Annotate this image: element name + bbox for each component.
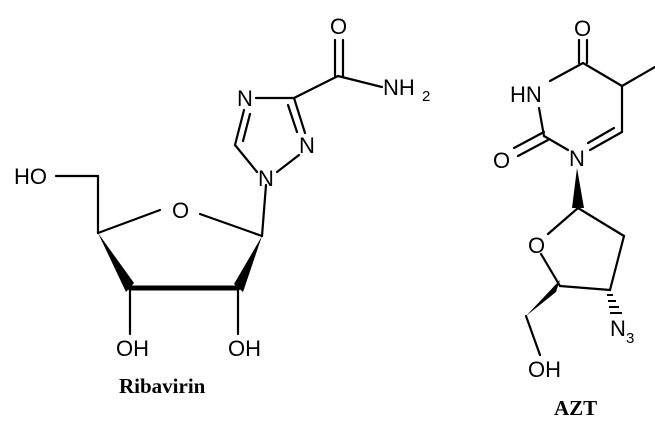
bond — [546, 206, 580, 236]
ribavirin-oh-right: OH — [228, 336, 261, 361]
azt-carbonyl-o-left: O — [493, 148, 510, 173]
bond-wedge — [572, 168, 584, 208]
ribavirin-ring-n-right: N — [299, 133, 315, 158]
bond — [581, 61, 624, 88]
azt-structure: O HN O N O N 3 OH AZT — [493, 16, 655, 420]
ribavirin-ring-n-bottom: N — [258, 166, 274, 191]
ribavirin-ring-n-top: N — [237, 86, 253, 111]
bond — [96, 208, 162, 235]
azt-azide-subscript: 3 — [626, 330, 634, 347]
bond — [292, 96, 307, 135]
azt-carbonyl-o-top: O — [574, 16, 591, 41]
bond — [524, 314, 542, 357]
azt-nh: HN — [510, 82, 542, 107]
azt-caption: AZT — [554, 396, 597, 420]
bond — [260, 183, 268, 238]
ribavirin-structure: N N N O NH 2 HO O OH OH Ribavirin — [14, 14, 430, 398]
bond — [286, 103, 299, 134]
ribavirin-amide-subscript: 2 — [422, 88, 430, 105]
bond — [620, 65, 655, 88]
azt-sugar-o: O — [528, 233, 545, 258]
bond — [548, 61, 585, 83]
ribavirin-oh-left: OH — [116, 336, 149, 361]
bond-wedge — [98, 233, 134, 292]
bond — [586, 126, 616, 145]
bond — [233, 108, 246, 147]
bond — [542, 134, 570, 152]
azt-ring-n: N — [569, 146, 585, 171]
bond — [198, 212, 264, 238]
azt-azide-n: N — [610, 316, 626, 341]
bond — [539, 252, 562, 288]
bond-wedge — [234, 236, 262, 292]
bond — [608, 234, 626, 292]
ribavirin-ring-o: O — [172, 198, 189, 223]
ribavirin-caption: Ribavirin — [119, 374, 206, 398]
bond — [558, 284, 612, 292]
bond — [336, 74, 384, 89]
ribavirin-amide-nh: NH — [383, 75, 415, 100]
bond — [233, 143, 259, 174]
bond — [516, 138, 550, 158]
ribavirin-carbonyl-o: O — [330, 14, 347, 39]
bond — [588, 130, 624, 152]
ribavirin-hydroxymethyl: HO — [14, 164, 47, 189]
bond — [292, 74, 340, 100]
bond — [512, 130, 546, 150]
bond — [576, 206, 626, 238]
azt-oh: OH — [528, 357, 561, 382]
bond — [275, 153, 301, 174]
bond — [241, 112, 252, 143]
bond-wedge — [526, 280, 560, 316]
